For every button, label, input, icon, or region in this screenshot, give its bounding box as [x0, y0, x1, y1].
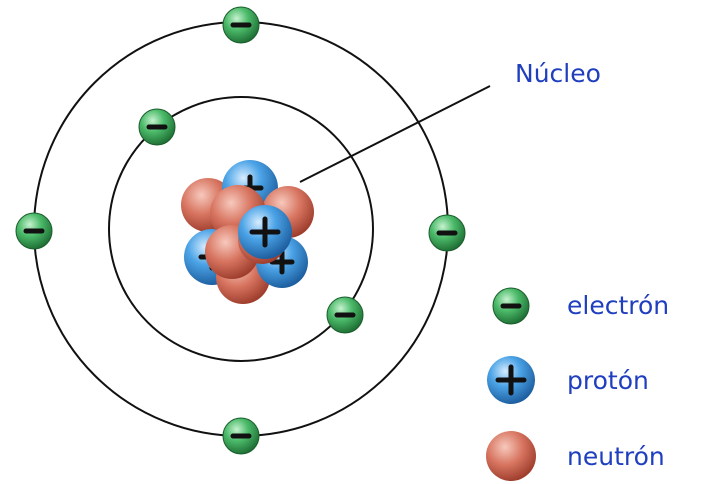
electron-particle [138, 108, 176, 146]
legend-label-electron: electrón [567, 291, 669, 320]
electron-particle [326, 296, 364, 334]
electron-legend-icon [492, 287, 530, 325]
legend-label-proton: protón [567, 366, 649, 395]
legend-label-neutron: neutrón [567, 442, 665, 471]
legend: electrón protón neutrón [486, 287, 669, 481]
nucleus-leader-line [299, 85, 491, 183]
nucleus-label: Núcleo [515, 59, 601, 88]
proton-legend-icon [487, 356, 535, 404]
legend-item-electron: electrón [492, 287, 669, 325]
legend-item-proton: protón [487, 356, 649, 404]
electron-particle [222, 417, 260, 455]
inner-orbit [108, 96, 374, 362]
neutron-legend-icon [486, 431, 536, 481]
proton-particle [238, 205, 292, 259]
electron-particle [222, 6, 260, 44]
electron-particle [428, 214, 466, 252]
legend-item-neutron: neutrón [486, 431, 665, 481]
nucleus [181, 160, 314, 304]
electron-particle [15, 212, 53, 250]
